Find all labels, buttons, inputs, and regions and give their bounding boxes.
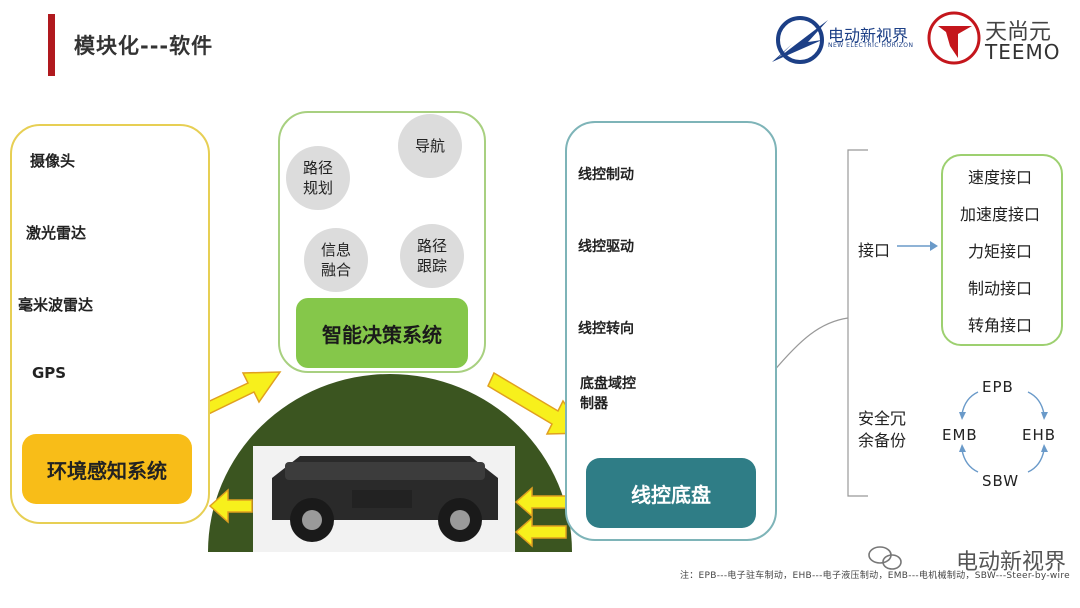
teemo-logo-mark [927,11,981,65]
bubble-navigation: 导航 [398,114,462,178]
brace [847,149,868,497]
chassis-item-steering: 线控转向 [578,321,634,337]
interface-steering-angle: 转角接口 [967,316,1032,335]
bubble-path-tracking: 路径 跟踪 [400,224,464,288]
chassis-item-brake: 线控制动 [578,167,634,183]
sensor-label-radar: 毫米波雷达 [18,296,94,314]
footnote: 注：EPB---电子驻车制动，EHB---电子液压制动，EMB---电机械制动，… [679,571,1070,581]
bubble-path-planning: 路径 规划 [286,146,350,210]
sensor-label-lidar: 激光雷达 [26,224,87,242]
bubble-info-fusion: 信息 融合 [304,228,368,292]
wechat-icon [868,546,902,570]
teemo-logo-cn: 天尚元 [985,20,1052,45]
chassis-system-label: 线控底盘 [586,458,756,528]
vehicle-chassis-image [272,456,498,542]
sensor-label-camera: 摄像头 [30,152,76,170]
interface-brake: 制动接口 [967,279,1032,298]
arrow-chassis-to-vehicle-top [514,486,567,518]
perception-system-label: 环境感知系统 [22,434,192,504]
page-title: 模块化---软件 [74,34,214,58]
redundancy-node-ehb: EHB [1022,426,1057,444]
redundancy-node-epb: EPB [982,378,1014,396]
redundancy-node-emb: EMB [942,426,978,444]
arrow-chassis-to-vehicle-bottom [514,516,567,548]
interface-speed: 速度接口 [967,168,1032,187]
title-accent-bar [48,14,55,76]
edn-logo-mark [772,16,828,64]
decision-system-label: 智能决策系统 [296,298,468,368]
interface-torque: 力矩接口 [967,242,1032,261]
brace-connector [772,317,849,373]
edn-logo-subtext: NEW ELECTRIC HORIZON [828,42,914,49]
sensor-label-gps: GPS [32,364,67,382]
arrow-vehicle-to-perception [208,488,253,524]
redundancy-cycle-arrows [961,391,1045,473]
chassis-item-ecu: 底盘域控 制器 [580,376,636,412]
interface-arrow [897,241,938,251]
redundancy-node-sbw: SBW [982,472,1020,490]
teemo-logo-en: TEEMO [985,40,1061,64]
watermark: 电动新视界 [955,550,1066,575]
edn-logo-text: 电动新视界 [828,26,909,45]
interface-label: 接口 [858,241,891,260]
interfaces-box [941,154,1063,346]
chassis-item-drive: 线控驱动 [578,239,634,255]
interface-acceleration: 加速度接口 [959,205,1040,224]
redundancy-label: 安全冗 余备份 [858,409,907,450]
